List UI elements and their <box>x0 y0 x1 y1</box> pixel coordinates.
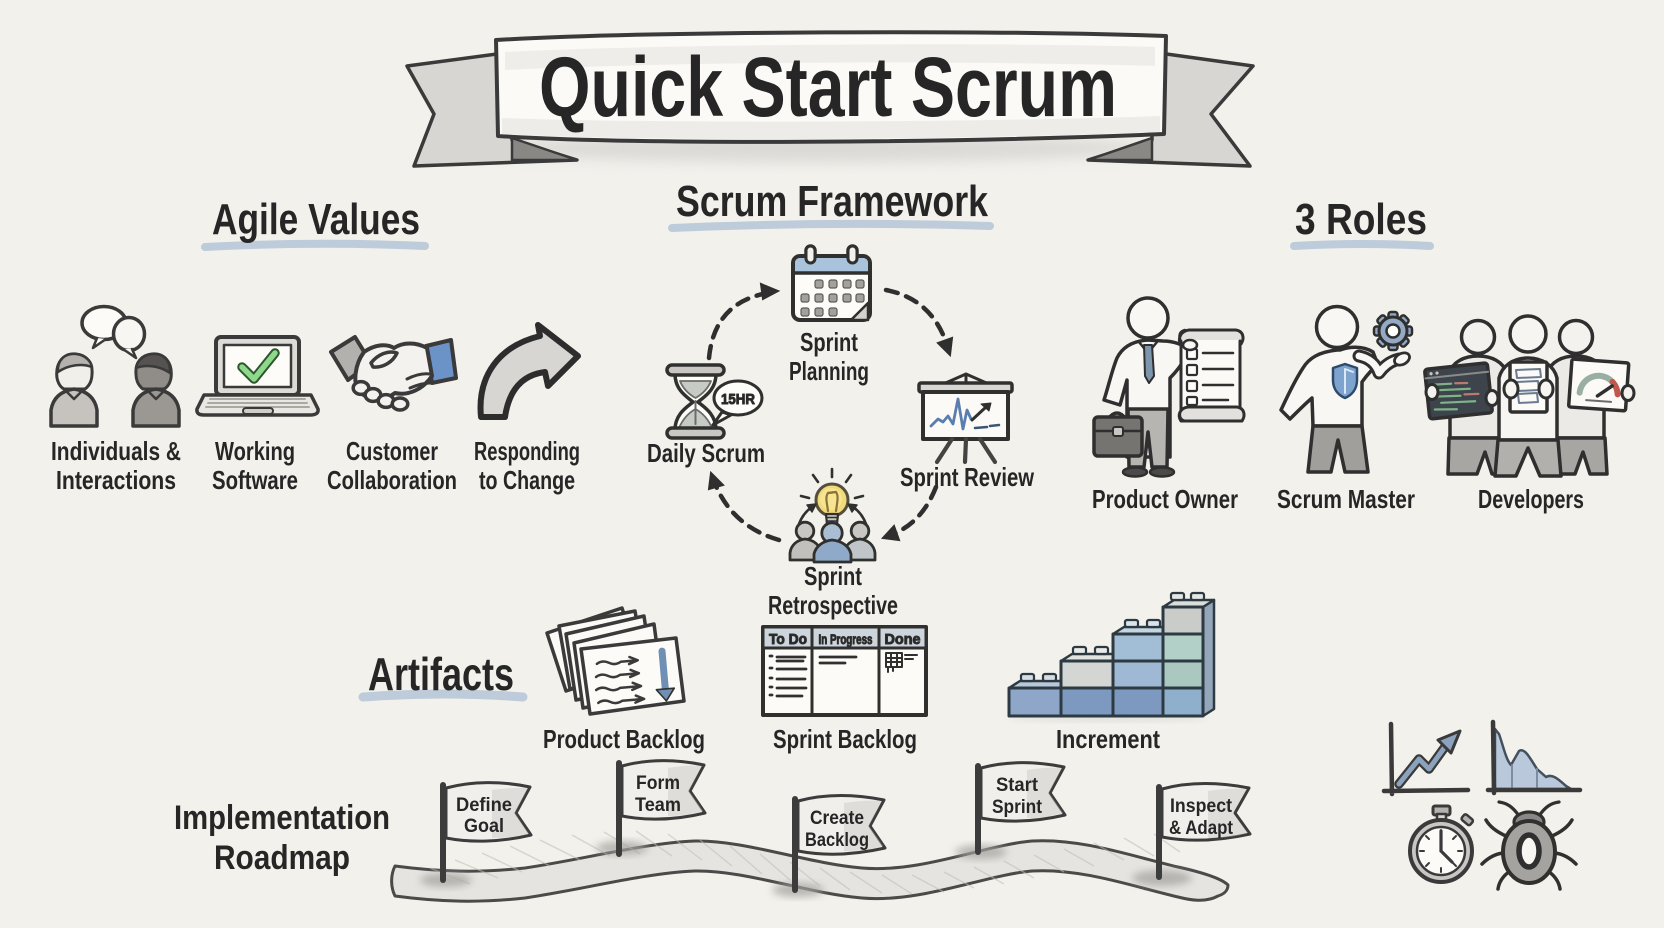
svg-text:Scrum Framework: Scrum Framework <box>676 177 988 226</box>
svg-text:3 Roles: 3 Roles <box>1295 195 1427 244</box>
svg-text:Roadmap: Roadmap <box>214 839 350 877</box>
svg-text:Start: Start <box>996 775 1039 796</box>
svg-text:15HR: 15HR <box>721 391 755 408</box>
svg-text:to Change: to Change <box>479 465 575 495</box>
svg-text:Backlog: Backlog <box>805 830 869 851</box>
svg-text:Done: Done <box>885 631 921 648</box>
svg-text:Collaboration: Collaboration <box>327 465 457 495</box>
svg-text:Sprint: Sprint <box>804 561 862 591</box>
svg-text:Goal: Goal <box>464 816 504 837</box>
svg-text:Product Owner: Product Owner <box>1092 484 1238 514</box>
svg-text:Retrospective: Retrospective <box>768 590 898 620</box>
svg-text:To Do: To Do <box>769 631 807 648</box>
svg-text:& Adapt: & Adapt <box>1169 818 1234 839</box>
svg-text:Product Backlog: Product Backlog <box>543 724 705 754</box>
svg-text:Customer: Customer <box>346 436 438 466</box>
svg-text:Interactions: Interactions <box>56 465 176 495</box>
svg-text:Team: Team <box>635 795 681 816</box>
svg-text:Define: Define <box>456 795 512 816</box>
svg-text:Sprint: Sprint <box>992 797 1043 818</box>
svg-text:Sprint Review: Sprint Review <box>900 462 1035 492</box>
svg-text:Inspect: Inspect <box>1170 796 1233 817</box>
svg-text:Planning: Planning <box>789 356 869 386</box>
svg-text:Increment: Increment <box>1056 724 1160 754</box>
svg-text:Implementation: Implementation <box>174 799 390 837</box>
svg-text:Individuals &: Individuals & <box>51 436 181 466</box>
svg-text:Developers: Developers <box>1478 484 1584 514</box>
svg-text:Agile Values: Agile Values <box>212 195 420 244</box>
svg-text:Create: Create <box>810 808 864 829</box>
svg-text:Quick Start Scrum: Quick Start Scrum <box>539 40 1117 134</box>
svg-text:Form: Form <box>636 773 680 794</box>
svg-text:Scrum Master: Scrum Master <box>1277 484 1415 514</box>
svg-text:Sprint: Sprint <box>800 327 858 357</box>
svg-text:In Progress: In Progress <box>819 631 873 647</box>
svg-text:Daily Scrum: Daily Scrum <box>647 438 765 468</box>
svg-text:Software: Software <box>212 465 298 495</box>
svg-text:Responding: Responding <box>474 436 580 466</box>
svg-text:Sprint Backlog: Sprint Backlog <box>773 724 917 754</box>
svg-text:Artifacts: Artifacts <box>368 648 514 700</box>
svg-text:Working: Working <box>215 436 295 466</box>
